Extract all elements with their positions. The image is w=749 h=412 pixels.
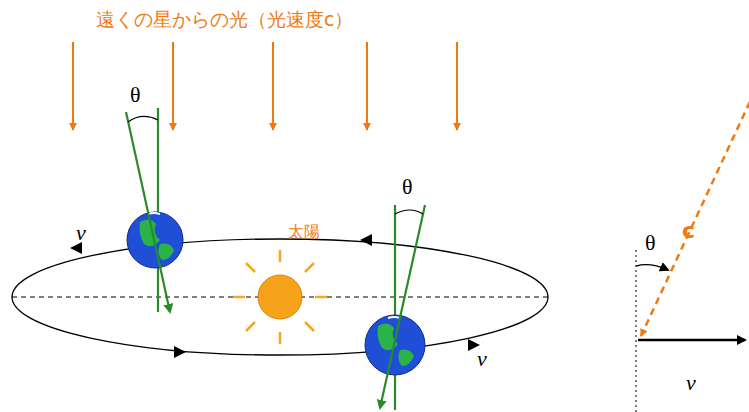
velocity-label: v xyxy=(76,222,86,244)
vertical-line xyxy=(394,205,396,410)
orbit xyxy=(12,239,548,355)
angle-label: θ xyxy=(645,232,656,254)
light-velocity-vector xyxy=(641,80,749,336)
angle-arc xyxy=(395,210,423,214)
velocity-label: v xyxy=(686,372,696,394)
vertical-reference xyxy=(635,250,637,412)
vertical-line xyxy=(157,108,159,312)
angle-arc xyxy=(636,265,668,270)
velocity-label: v xyxy=(477,348,487,370)
apparent-light-line xyxy=(380,205,425,408)
angle-arc xyxy=(128,116,158,122)
light-speed-label: c xyxy=(682,220,695,242)
apparent-light-line xyxy=(126,112,170,312)
sun-label: 太陽 xyxy=(288,224,320,240)
title-label: 遠くの星からの光（光速度c） xyxy=(96,10,353,29)
angle-label: θ xyxy=(130,84,141,106)
earth-velocity-vector xyxy=(638,339,745,342)
sun xyxy=(233,250,327,344)
starlight-arrows xyxy=(73,42,457,130)
angle-label: θ xyxy=(402,176,413,198)
